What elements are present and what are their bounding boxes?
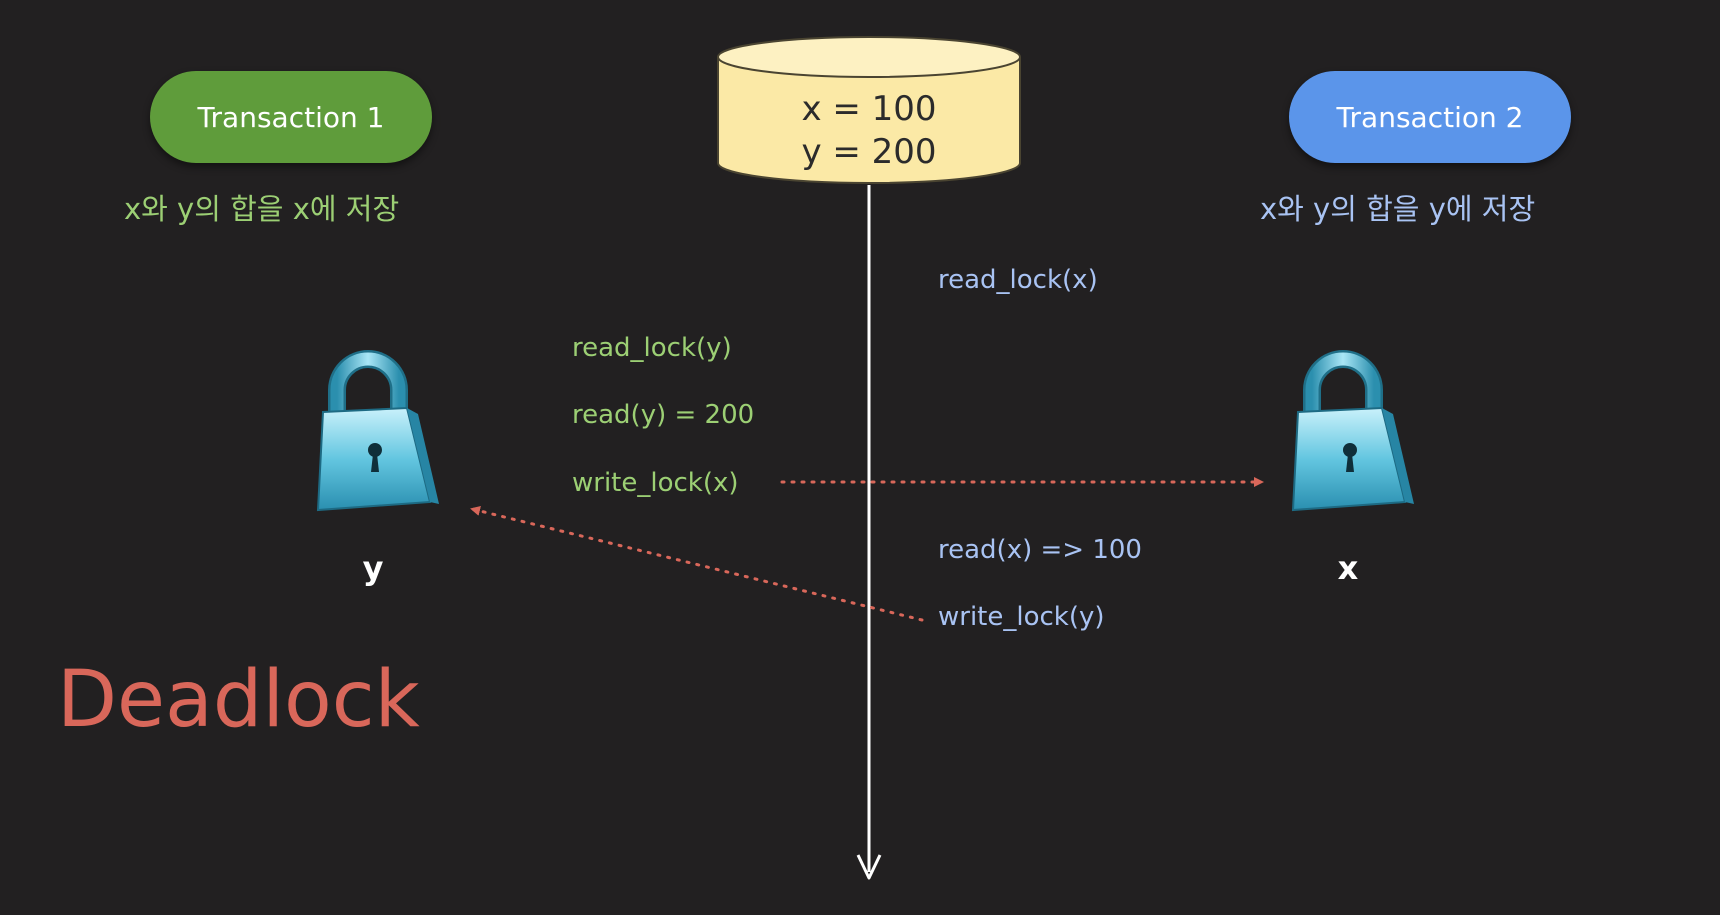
transaction1-badge: Transaction 1 (150, 71, 432, 163)
lock-label-x: x (1337, 549, 1359, 587)
t1-op-write-lock-x: write_lock(x) (572, 468, 739, 498)
transaction1-label: Transaction 1 (197, 100, 385, 134)
deadlock-title: Deadlock (57, 655, 420, 745)
database-cylinder (717, 36, 1021, 184)
t1-op-read-y: read(y) = 200 (572, 400, 755, 430)
transaction2-badge: Transaction 2 (1289, 71, 1571, 163)
timeline-arrowhead (856, 854, 882, 880)
padlock-icon-y (316, 350, 439, 512)
t2-op-read-lock-x: read_lock(x) (938, 265, 1098, 295)
padlock-icon-x (1291, 350, 1414, 512)
lock-label-y: y (362, 549, 384, 587)
transaction2-goal: x와 y의 합을 y에 저장 (1260, 192, 1536, 226)
database-value-x: x = 100 (801, 89, 937, 129)
t2-op-read-x: read(x) => 100 (938, 535, 1142, 565)
transaction2-label: Transaction 2 (1336, 100, 1524, 134)
database-value-y: y = 200 (801, 132, 937, 172)
t2-op-write-lock-y: write_lock(y) (938, 602, 1105, 632)
transaction1-goal: x와 y의 합을 x에 저장 (124, 192, 400, 226)
t1-op-read-lock-y: read_lock(y) (572, 333, 732, 363)
wait-arrow-t2-to-y (470, 506, 924, 622)
